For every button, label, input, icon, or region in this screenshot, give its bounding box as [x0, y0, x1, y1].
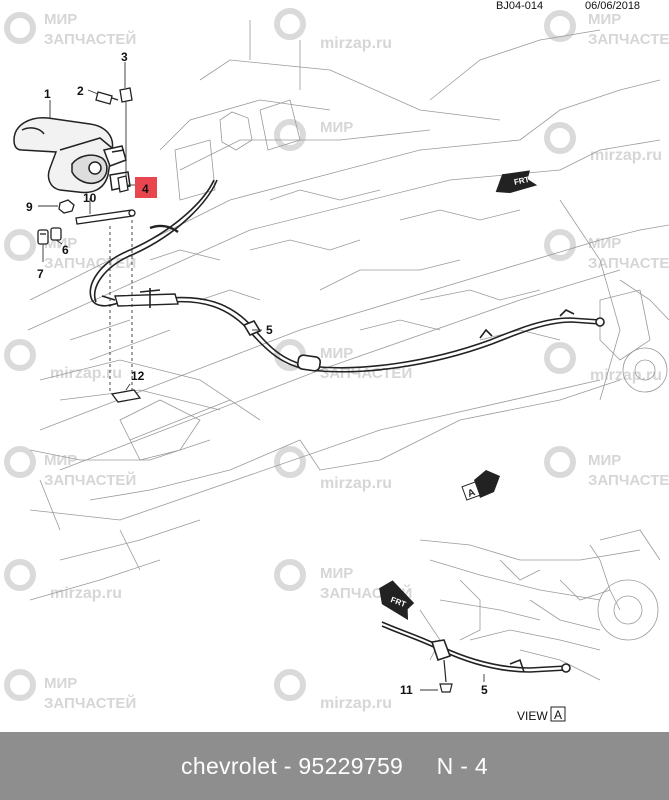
- watermark-text: ЗАПЧАСТЕЙ: [588, 254, 669, 272]
- watermark-logo: МИР: [274, 119, 353, 151]
- watermark-text: МИР: [44, 452, 77, 469]
- watermark-text: МИР: [44, 675, 77, 692]
- part-2-clip: [95, 91, 119, 105]
- callout-12: 12: [131, 369, 145, 383]
- callout-3: 3: [121, 50, 128, 64]
- watermark-logo: МИР ЗАПЧАСТЕЙ: [544, 446, 669, 489]
- watermark-text: ЗАПЧАСТЕЙ: [44, 254, 136, 272]
- callout-4-highlight: [135, 177, 157, 198]
- diagram-canvas: МИР ЗАПЧАСТЕЙ mirzap.ru МИР ЗАПЧАСТЕЙ МИ…: [4, 8, 669, 723]
- part-caption: chevrolet - 95229759 N - 4: [181, 752, 488, 779]
- watermark-text: ЗАПЧАСТЕЙ: [44, 471, 136, 489]
- watermark-logo: mirzap.ru: [274, 669, 392, 712]
- callout-5-detail: 5: [481, 683, 488, 697]
- detail-cable: [381, 621, 571, 693]
- watermark-text: ЗАПЧАСТЕЙ: [588, 30, 669, 48]
- part-3-switch: [119, 87, 133, 103]
- watermark-text: МИР: [44, 11, 77, 28]
- watermark-text: mirzap.ru: [320, 35, 392, 52]
- view-letter-box: [550, 706, 566, 722]
- watermark-text: ЗАПЧАСТЕЙ: [588, 471, 669, 489]
- watermark-logo: mirzap.ru: [4, 339, 122, 382]
- watermark-text: МИР: [588, 452, 621, 469]
- callout-6: 6: [62, 243, 69, 257]
- watermark-text: МИР: [320, 345, 353, 362]
- watermark-text: ЗАПЧАСТЕЙ: [44, 694, 136, 712]
- callout-10: 10: [83, 191, 97, 205]
- caption-bar: chevrolet - 95229759 N - 4: [0, 732, 669, 800]
- callout-1: 1: [44, 87, 51, 101]
- part-7-bushing: [37, 229, 49, 245]
- part-6-bushing: [50, 227, 62, 241]
- watermark-text: МИР: [320, 565, 353, 582]
- watermark-text: mirzap.ru: [50, 585, 122, 602]
- callout-2: 2: [77, 84, 84, 98]
- watermark-text: МИР: [588, 235, 621, 252]
- part-12-plate: [110, 389, 142, 403]
- frt-arrow-detail: FRT: [379, 580, 415, 620]
- watermark-logo: МИР ЗАПЧАСТЕЙ: [4, 229, 136, 272]
- watermark-text: МИР: [588, 11, 621, 28]
- watermark-text: mirzap.ru: [50, 365, 122, 382]
- watermark-logo: mirzap.ru: [544, 122, 662, 164]
- diagram-date: 06/06/2018: [585, 0, 641, 12]
- watermark-logo: МИР ЗАПЧАСТЕЙ: [544, 10, 669, 48]
- view-a-arrow: A: [461, 470, 500, 501]
- view-label: VIEW: [517, 709, 548, 723]
- callout-7: 7: [37, 267, 44, 281]
- part-4-fastener: [117, 175, 129, 193]
- watermark-logo: МИР ЗАПЧАСТЕЙ: [4, 11, 136, 48]
- callout-4: 4: [142, 182, 149, 196]
- watermark-logo: mirzap.ru: [274, 446, 392, 492]
- callout-11: 11: [400, 683, 413, 697]
- part-9-nut: [58, 199, 75, 214]
- detail-lineart: [419, 529, 661, 681]
- watermark-logo: МИР ЗАПЧАСТЕЙ: [4, 669, 136, 712]
- view-letter: A: [554, 708, 562, 722]
- watermark-logo: МИР ЗАПЧАСТЕЙ: [4, 446, 136, 489]
- diagram-code: BJ04-014: [496, 0, 544, 12]
- vehicle-body-lineart: [27, 20, 669, 601]
- parts-diagram: МИР ЗАПЧАСТЕЙ mirzap.ru МИР ЗАПЧАСТЕЙ МИ…: [4, 0, 669, 723]
- watermark-logo: mirzap.ru: [4, 559, 122, 602]
- watermark-text: mirzap.ru: [320, 475, 392, 492]
- frt-arrow-top: FRT: [495, 170, 538, 194]
- watermark-text: МИР: [320, 119, 353, 136]
- frt-label: FRT: [513, 175, 530, 187]
- view-arrow-letter: A: [466, 487, 477, 500]
- watermark-text: ЗАПЧАСТЕЙ: [44, 30, 136, 48]
- parking-brake-lever: [13, 117, 131, 194]
- part-10-rod: [75, 209, 136, 225]
- callout-5-main: 5: [266, 323, 273, 337]
- detail-view-a: FRT 11 5 VIEW A: [379, 529, 661, 723]
- watermark-logo: mirzap.ru: [544, 342, 662, 384]
- watermark-layer: МИР ЗАПЧАСТЕЙ mirzap.ru МИР ЗАПЧАСТЕЙ МИ…: [4, 8, 669, 712]
- parking-brake-cable: [89, 179, 605, 373]
- watermark-logo: mirzap.ru: [274, 8, 392, 52]
- callout-9: 9: [26, 200, 33, 214]
- callout-labels: 1 2 3 4 5 6 7 9 10 12: [26, 50, 273, 383]
- watermark-text: mirzap.ru: [320, 695, 392, 712]
- watermark-text: mirzap.ru: [590, 147, 662, 164]
- watermark-logo: МИР ЗАПЧАСТЕЙ: [544, 229, 669, 272]
